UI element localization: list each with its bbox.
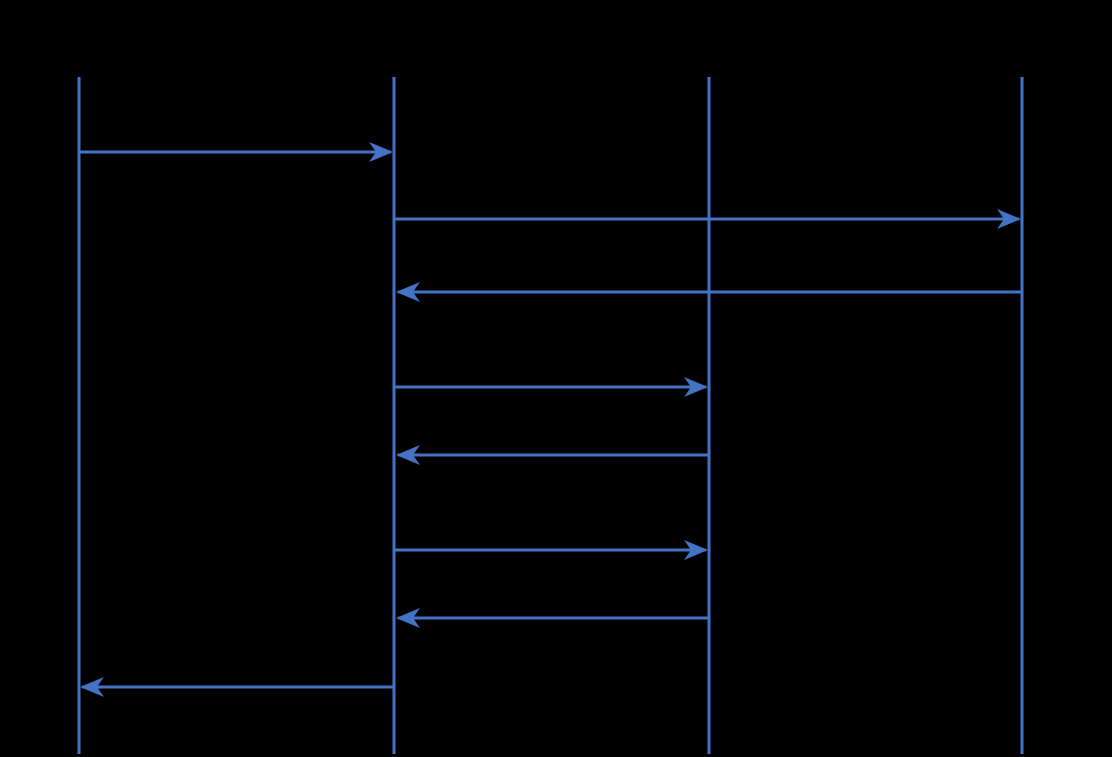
message-8 <box>80 677 393 697</box>
message-7-arrowhead-icon <box>396 608 420 628</box>
messages-group <box>80 142 1021 697</box>
message-4-arrowhead-icon <box>684 377 708 397</box>
message-2-arrowhead-icon <box>997 209 1021 229</box>
message-3-arrowhead-icon <box>396 282 420 302</box>
message-5-arrowhead-icon <box>396 445 420 465</box>
message-7 <box>396 608 708 628</box>
message-2 <box>395 209 1021 229</box>
message-6-arrowhead-icon <box>684 540 708 560</box>
lifelines-group <box>77 77 1024 754</box>
message-6 <box>395 540 708 560</box>
message-1 <box>80 142 393 162</box>
message-5 <box>396 445 708 465</box>
message-4 <box>395 377 708 397</box>
message-3 <box>396 282 1021 302</box>
message-1-arrowhead-icon <box>369 142 393 162</box>
message-8-arrowhead-icon <box>80 677 104 697</box>
